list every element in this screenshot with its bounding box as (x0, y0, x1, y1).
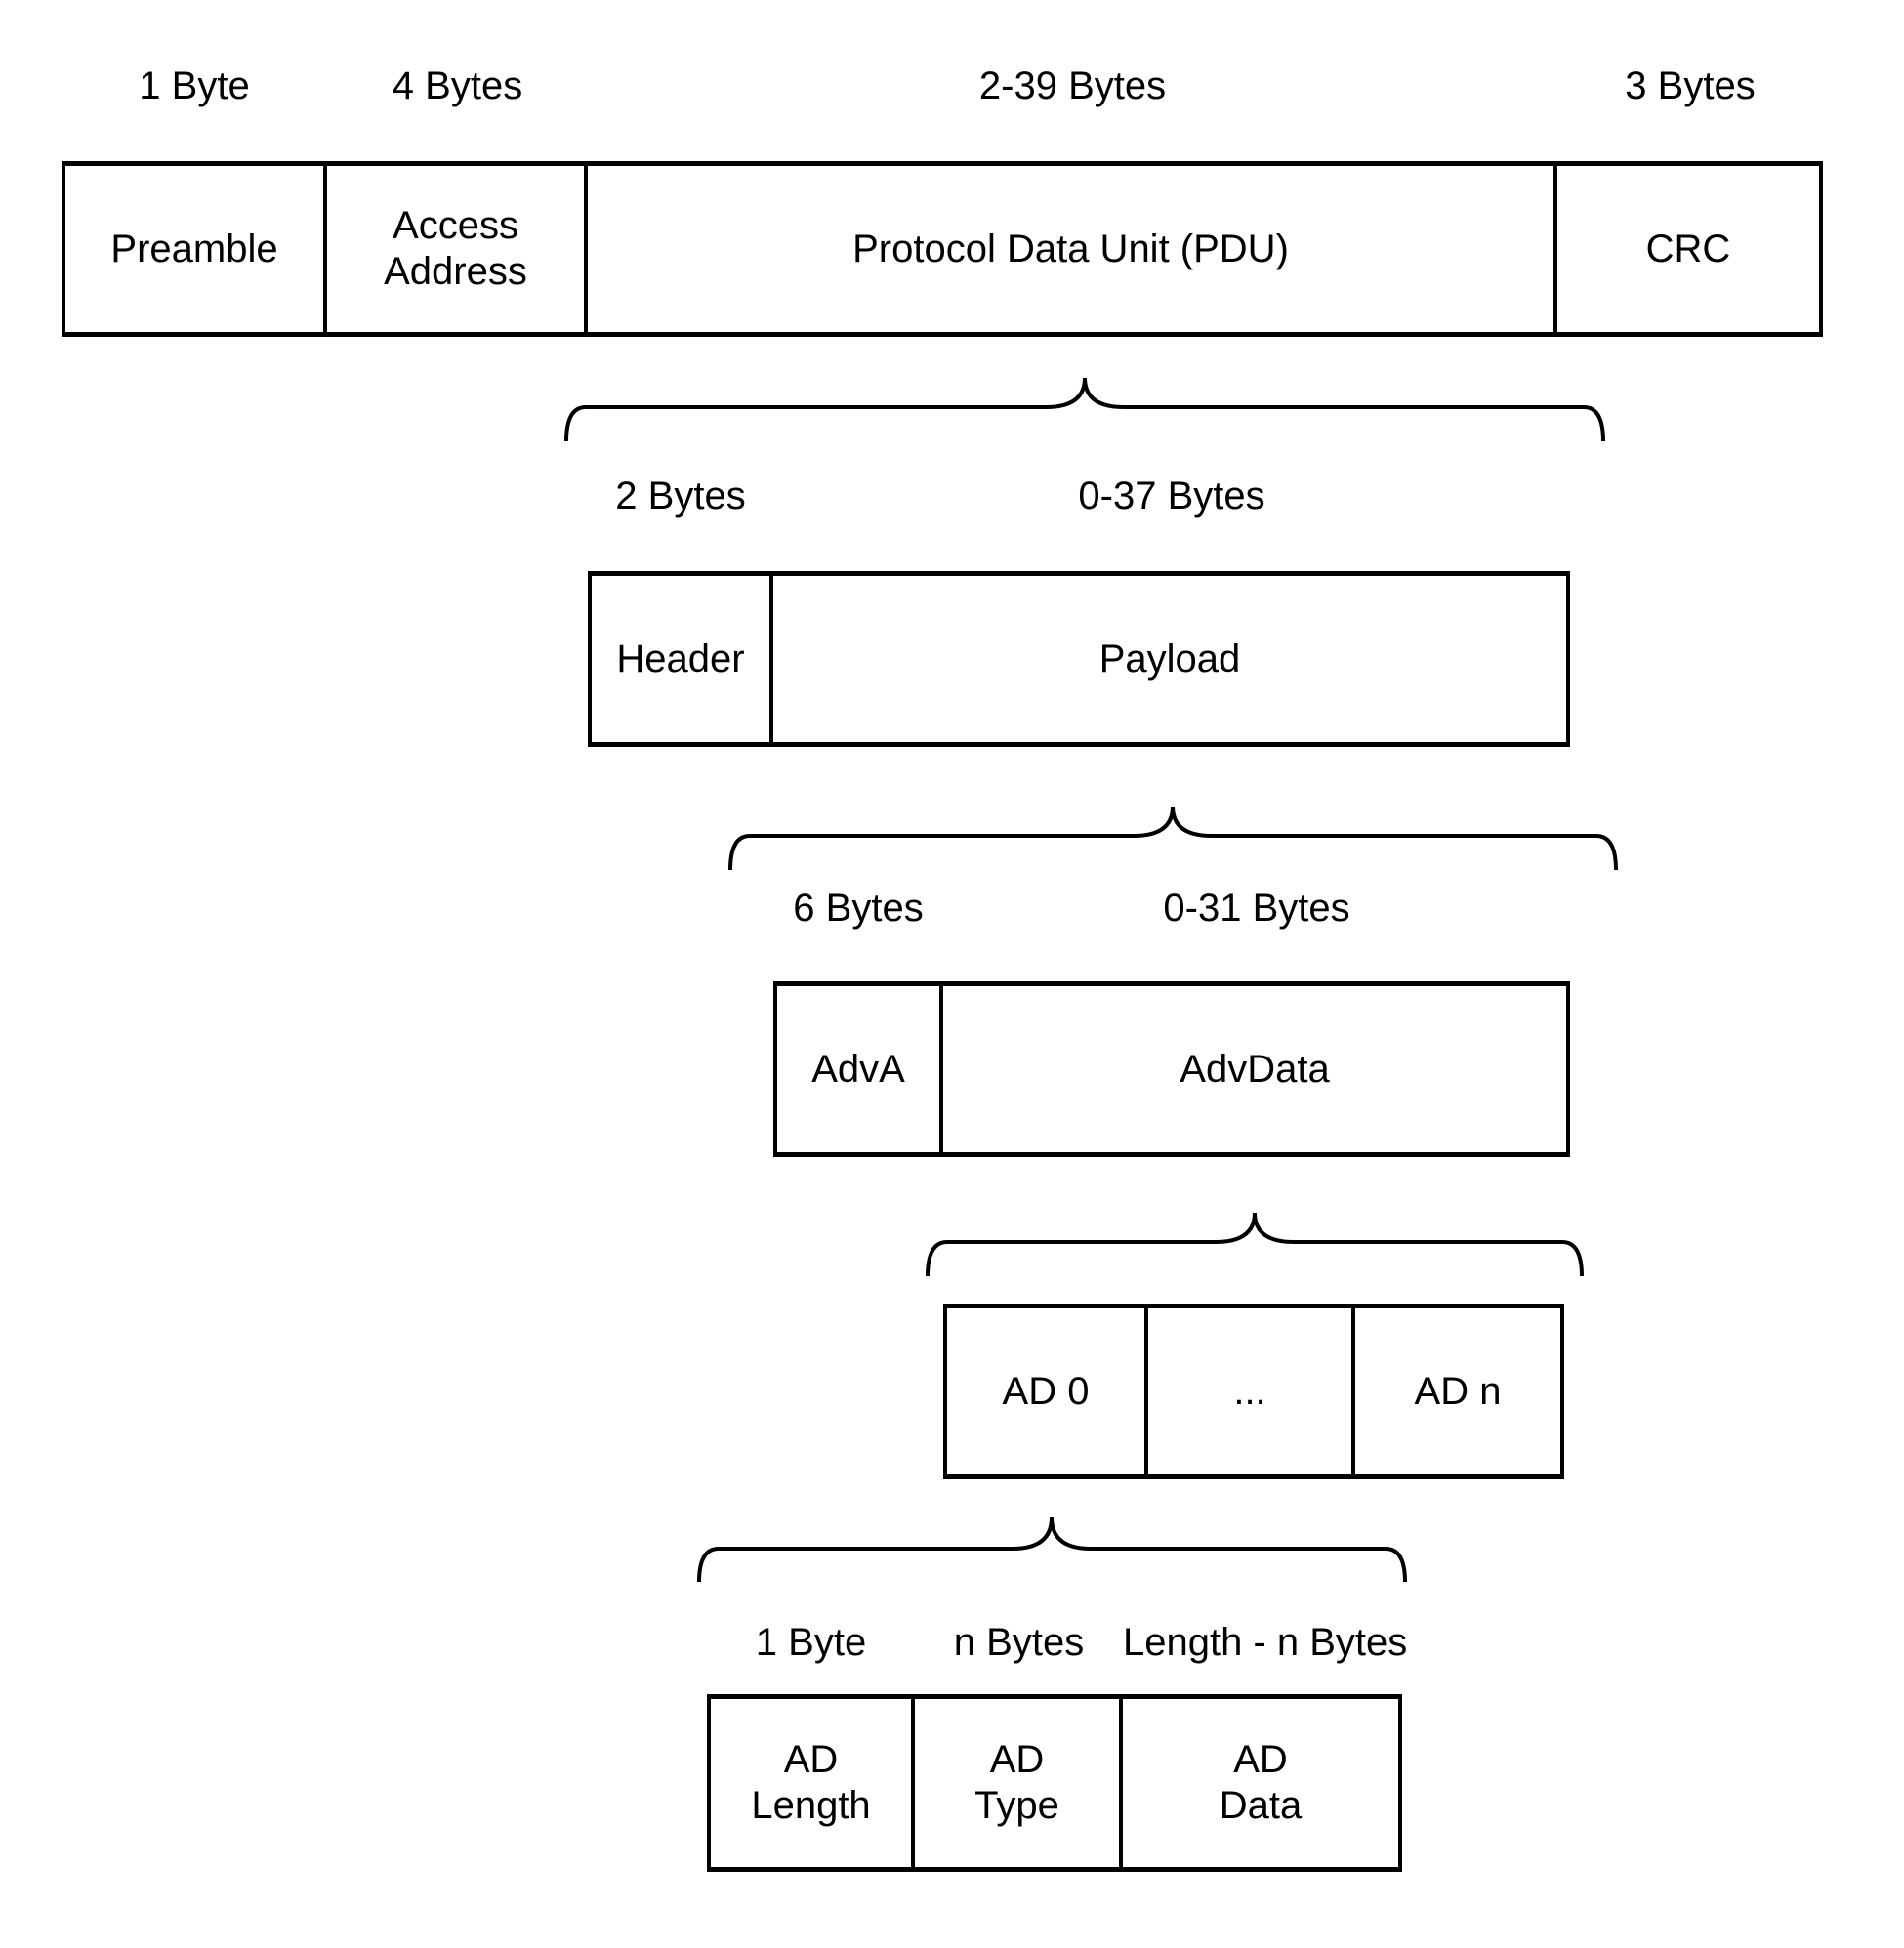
size-label-ad-type: n Bytes (953, 1621, 1085, 1664)
size-label-preamble: 1 Byte (139, 64, 250, 107)
field-pdu: Protocol Data Unit (PDU) (588, 161, 1557, 337)
size-label-pdu: 2-39 Bytes (978, 64, 1167, 107)
brace-advdata-expansion (926, 1212, 1584, 1277)
field-ad-length: AD Length (707, 1694, 915, 1872)
size-label-payload: 0-37 Bytes (1078, 475, 1265, 518)
brace-payload-expansion (728, 806, 1618, 871)
size-label-header: 2 Bytes (615, 475, 746, 518)
pdu-row: Header Payload (588, 571, 1570, 747)
field-ad-ellipsis: ... (1148, 1304, 1355, 1479)
field-ad-data: AD Data (1123, 1694, 1402, 1872)
brace-pdu-expansion (564, 377, 1605, 442)
field-adn: AD n (1355, 1304, 1564, 1479)
payload-row: AdvA AdvData (773, 981, 1570, 1157)
size-label-crc: 3 Bytes (1625, 64, 1756, 107)
size-label-access-address: 4 Bytes (392, 64, 523, 107)
field-header: Header (588, 571, 773, 747)
size-label-advdata: 0-31 Bytes (1163, 887, 1350, 930)
field-adva: AdvA (773, 981, 943, 1157)
field-crc: CRC (1557, 161, 1823, 337)
field-ad-type: AD Type (915, 1694, 1123, 1872)
size-label-ad-data: Length - n Bytes (1123, 1621, 1408, 1664)
field-ad0: AD 0 (943, 1304, 1148, 1479)
brace-ad0-expansion (697, 1516, 1407, 1583)
ad-structure-row: AD Length AD Type AD Data (707, 1694, 1402, 1872)
field-preamble: Preamble (62, 161, 327, 337)
field-payload: Payload (773, 571, 1570, 747)
size-label-adva: 6 Bytes (793, 887, 924, 930)
packet-row: Preamble Access Address Protocol Data Un… (62, 161, 1823, 337)
advdata-row: AD 0 ... AD n (943, 1304, 1564, 1479)
size-label-ad-length: 1 Byte (755, 1621, 867, 1664)
field-advdata: AdvData (943, 981, 1570, 1157)
field-access-address: Access Address (327, 161, 588, 337)
